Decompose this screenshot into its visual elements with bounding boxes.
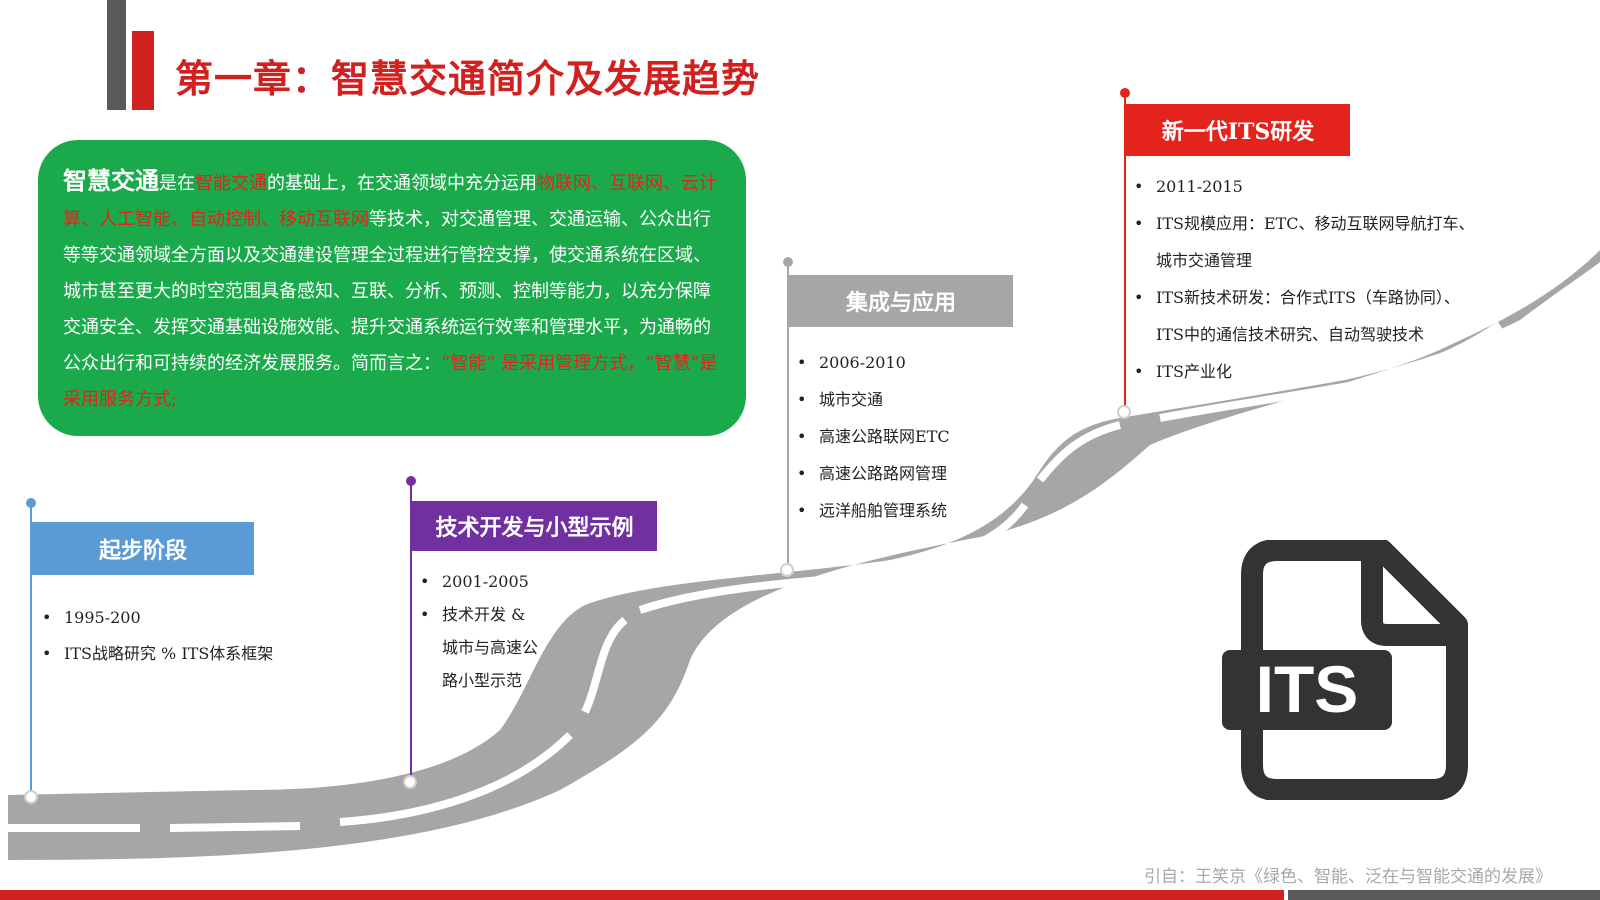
- list-item: 2006-2010: [795, 344, 1015, 381]
- file-its-icon-text: ITS: [1256, 652, 1359, 726]
- stage1-line: [30, 503, 32, 795]
- list-item: 高速公路路网管理: [795, 455, 1015, 492]
- stage3-road-dot: [780, 563, 794, 577]
- list-item: 城市交通管理: [1156, 251, 1253, 270]
- title-accent-gray: [107, 0, 126, 110]
- footer-bar-gray: [1288, 890, 1600, 900]
- stage4-list: 2011-2015 ITS规模应用：ETC、移动互联网导航打车、 城市交通管理 …: [1132, 168, 1572, 390]
- intro-box: [38, 140, 746, 436]
- stage2-road-dot: [403, 775, 417, 789]
- stage3-list: 2006-2010 城市交通 高速公路联网ETC 高速公路路网管理 远洋船舶管理…: [795, 344, 1015, 529]
- intro-part-1: 是在: [159, 173, 195, 194]
- list-item: 1995-200: [40, 600, 340, 636]
- list-item: 远洋船舶管理系统: [795, 492, 1015, 529]
- page-title: 第一章：智慧交通简介及发展趋势: [175, 56, 761, 101]
- list-item: ITS规模应用：ETC、移动互联网导航打车、: [1132, 205, 1572, 242]
- list-item: ITS新技术研发：合作式ITS（车路协同）、: [1132, 279, 1572, 316]
- stage1-label: 起步阶段: [32, 522, 254, 575]
- stage2-label: 技术开发与小型示例: [412, 501, 657, 551]
- list-item: 技术开发 &: [418, 598, 578, 631]
- stage1-road-dot: [24, 790, 38, 804]
- intro-text: 智慧交通是在智能交通的基础上，在交通领域中充分运用物联网、互联网、云计算、人工智…: [63, 163, 725, 418]
- stage4-label: 新一代ITS研发: [1126, 104, 1350, 156]
- stage4-top-dot: [1120, 88, 1130, 98]
- list-item: 城市交通: [795, 381, 1015, 418]
- stage2-list: 2001-2005 技术开发 & 城市与高速公 路小型示范: [418, 565, 578, 697]
- stage4-road-dot: [1117, 405, 1131, 419]
- intro-part-2: 的基础上，在交通领域中充分运用: [267, 173, 537, 194]
- stage2-line: [410, 482, 412, 780]
- stage3-top-dot: [783, 257, 793, 267]
- footer-bar-red: [0, 890, 1284, 900]
- stage1-top-dot: [26, 498, 36, 508]
- list-item: ITS战略研究 % ITS体系框架: [40, 636, 340, 672]
- road-body: [8, 250, 1600, 860]
- list-item: ITS中的通信技术研究、自动驾驶技术: [1156, 325, 1424, 344]
- stage3-label: 集成与应用: [789, 275, 1013, 327]
- list-item: 高速公路联网ETC: [795, 418, 1015, 455]
- intro-highlight-2: 物联网、互联网、云计算、人工智能、自动控制、移动互联网: [63, 173, 717, 230]
- list-item: ITS产业化: [1132, 353, 1572, 390]
- list-item: 路小型示范: [442, 671, 523, 690]
- intro-part-3: 等技术，对交通管理、交通运输、公众出行等等交通领域全方面以及交通建设管理全过程进…: [63, 209, 711, 374]
- citation: 引自：王笑京《绿色、智能、泛在与智能交通的发展》: [1144, 867, 1552, 887]
- stage1-list: 1995-200 ITS战略研究 % ITS体系框架: [40, 600, 340, 672]
- road-center-line: [8, 321, 1503, 832]
- list-item: 2001-2005: [418, 565, 578, 598]
- title-accent-red: [132, 31, 154, 110]
- stage3-line: [787, 263, 789, 568]
- list-item: 城市与高速公: [442, 638, 539, 657]
- intro-highlight-1: 智能交通: [195, 173, 267, 194]
- list-item: 2011-2015: [1132, 168, 1572, 205]
- stage2-top-dot: [406, 476, 416, 486]
- file-its-icon: ITS: [1222, 540, 1468, 800]
- stage4-line: [1124, 95, 1126, 412]
- intro-highlight-3: “智能” 是采用管理方式，“智慧”是采用服务方式;: [63, 353, 718, 410]
- intro-lead: 智慧交通: [63, 166, 159, 195]
